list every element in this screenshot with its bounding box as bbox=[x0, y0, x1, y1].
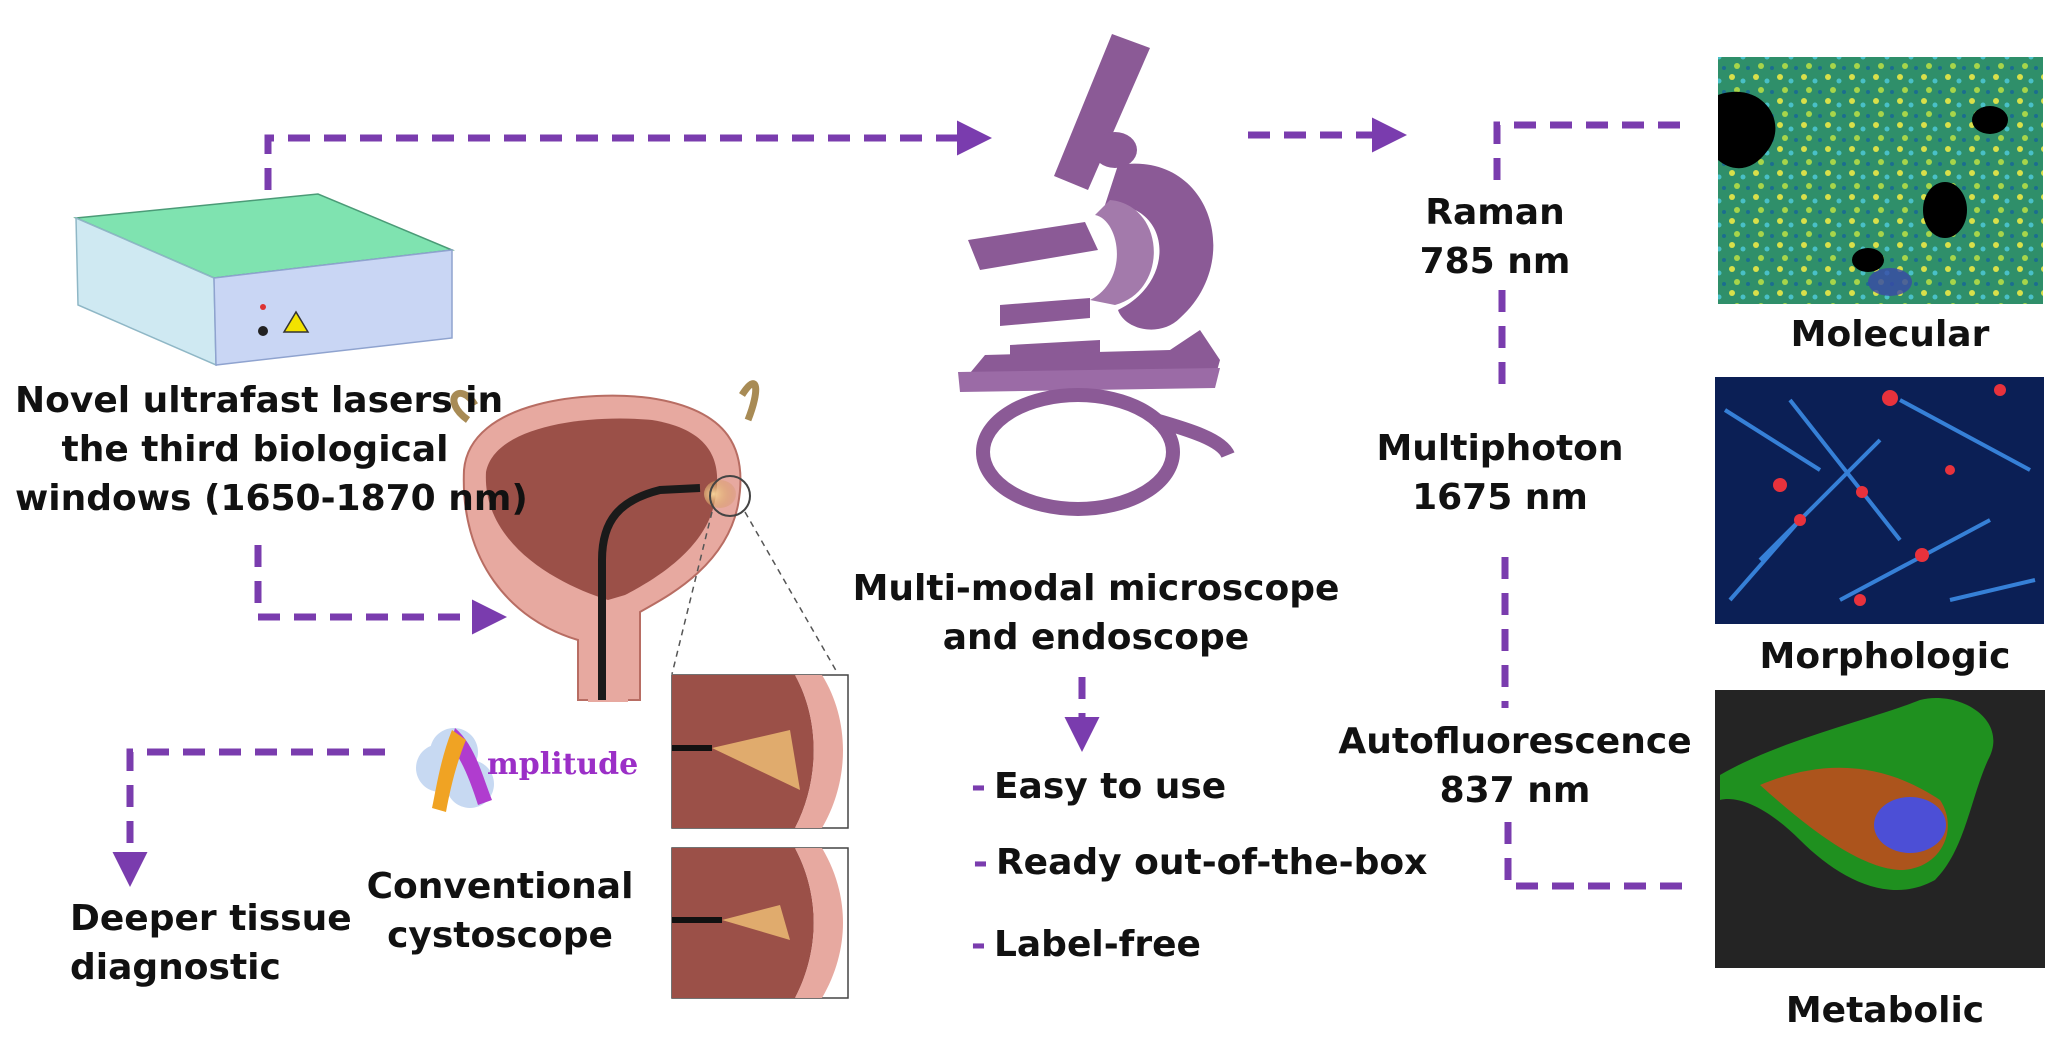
diagnostic-label-line-2: diagnostic bbox=[70, 947, 281, 988]
zoom-inset-bottom bbox=[671, 847, 849, 999]
laser-label-line-1: Novel ultrafast lasers in bbox=[15, 380, 504, 421]
modality-autofluorescence: Autofluorescence 837 nm bbox=[1330, 717, 1700, 815]
laser-label-line-2: the third biological bbox=[61, 429, 449, 470]
laser-label-line-3: windows (1650-1870 nm) bbox=[15, 478, 528, 519]
cystoscope-label-line-2: cystoscope bbox=[387, 915, 613, 956]
amplitude-logo-text: mplitude bbox=[487, 747, 638, 782]
connector-autofluor-metabolic bbox=[1504, 822, 1687, 890]
cystoscope-label: Conventional cystoscope bbox=[350, 862, 650, 960]
modality-multiphoton: Multiphoton 1675 nm bbox=[1340, 424, 1660, 522]
laser-label: Novel ultrafast lasers in the third biol… bbox=[15, 376, 528, 523]
modality-name: Multiphoton bbox=[1376, 428, 1624, 469]
diagnostic-label-line-1: Deeper tissue bbox=[70, 898, 352, 939]
diagnostic-label: Deeper tissue diagnostic bbox=[70, 894, 352, 992]
arrow-logo-to-diagnostic bbox=[112, 748, 385, 887]
modality-name: Autofluorescence bbox=[1338, 721, 1692, 762]
cystoscope-label-line-1: Conventional bbox=[366, 866, 634, 907]
bladder-illustration bbox=[450, 380, 839, 702]
modality-wavelength: 837 nm bbox=[1439, 770, 1591, 811]
modality-wavelength: 1675 nm bbox=[1412, 477, 1588, 518]
image-label-metabolic: Metabolic bbox=[1785, 990, 1985, 1031]
modality-wavelength: 785 nm bbox=[1419, 241, 1571, 282]
image-label-morphologic: Morphologic bbox=[1759, 636, 2011, 677]
arrow-laser-to-bladder bbox=[254, 545, 507, 635]
benefit-item: -Label-free bbox=[971, 920, 1201, 969]
zoom-inset-top bbox=[671, 674, 849, 829]
microscope-label-line-1: Multi-modal microscope bbox=[852, 568, 1340, 609]
arrow-laser-to-microscope bbox=[264, 120, 992, 190]
modality-raman: Raman 785 nm bbox=[1355, 188, 1635, 286]
image-label-molecular: Molecular bbox=[1790, 314, 1990, 355]
bullet-mark: - bbox=[971, 924, 986, 965]
microscope-illustration bbox=[958, 34, 1235, 516]
modality-name: Raman bbox=[1425, 192, 1565, 233]
bullet-mark: - bbox=[973, 842, 988, 883]
flow-arrows bbox=[112, 117, 1687, 890]
image-molecular bbox=[1718, 57, 2043, 304]
laser-device-illustration bbox=[73, 193, 455, 367]
benefit-text: Ready out-of-the-box bbox=[995, 842, 1428, 883]
microscope-label-line-2: and endoscope bbox=[942, 617, 1250, 658]
image-metabolic bbox=[1715, 690, 2045, 968]
image-morphologic bbox=[1715, 377, 2044, 624]
bullet-mark: - bbox=[971, 766, 986, 807]
amplitude-logo: mplitude bbox=[416, 728, 638, 812]
connector-raman bbox=[1493, 121, 1680, 180]
benefit-item: -Ready out-of-the-box bbox=[973, 838, 1427, 887]
benefit-item: -Easy to use bbox=[971, 762, 1226, 811]
benefit-text: Label-free bbox=[993, 924, 1201, 965]
microscope-label: Multi-modal microscope and endoscope bbox=[846, 564, 1346, 662]
benefit-text: Easy to use bbox=[993, 766, 1227, 807]
